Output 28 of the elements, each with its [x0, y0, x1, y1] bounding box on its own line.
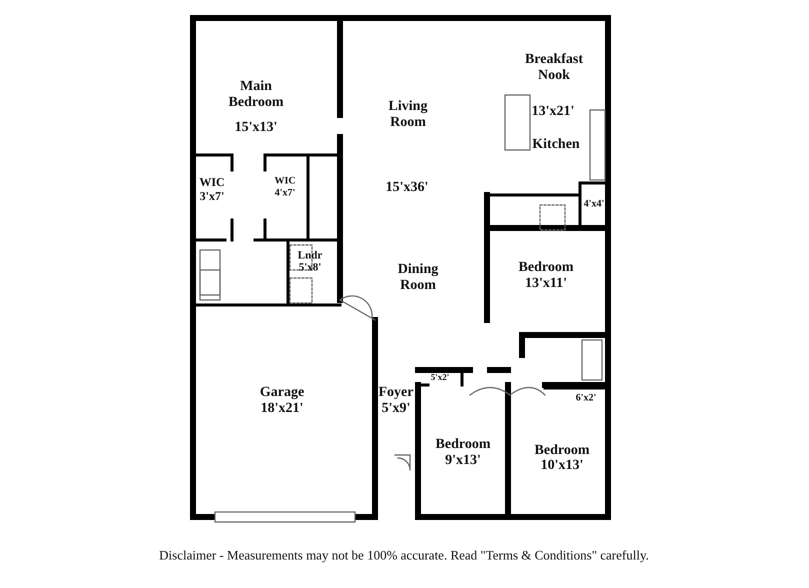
room-label: Living Room — [388, 98, 428, 132]
room-label: Garage — [260, 384, 304, 402]
room-label: Main Bedroom — [228, 78, 284, 112]
room-label: Breakfast Nook — [524, 52, 584, 84]
room-label: WIC — [274, 175, 296, 187]
room-label: WIC — [199, 176, 225, 190]
room-label: Bedroom — [436, 436, 490, 454]
room-dimension: 6'x2' — [576, 392, 596, 404]
room-dimension: 18'x21' — [260, 400, 304, 418]
room-dimension: 4'x4' — [584, 198, 604, 210]
room-dimension: 10'x13' — [540, 458, 584, 474]
room-label: Foyer — [378, 384, 414, 402]
room-dimension: 9'x13' — [445, 452, 481, 470]
room-dimension: 3'x7' — [200, 190, 224, 204]
room-dimension: 15'x36' — [386, 180, 428, 196]
room-dimension: 5'x2' — [430, 372, 450, 382]
room-label: Dining Room — [396, 262, 440, 294]
disclaimer-note: Disclaimer - Measurements may not be 100% accurate. Read "Terms & Conditions" carefully. — [158, 548, 650, 564]
room-dimension: 5'x9' — [382, 400, 410, 418]
room-dimension: 5'x8' — [298, 262, 322, 274]
room-label: Kitchen — [532, 136, 580, 154]
room-label: Bedroom — [534, 442, 590, 460]
room-dimension: 13'x21' — [532, 104, 574, 120]
room-dimension: 4'x7' — [274, 187, 296, 199]
room-dimension: 13'x11' — [525, 276, 567, 292]
room-dimension: 15'x13' — [234, 120, 278, 136]
room-label: Bedroom — [518, 260, 574, 276]
room-label: Lndr — [298, 250, 322, 262]
